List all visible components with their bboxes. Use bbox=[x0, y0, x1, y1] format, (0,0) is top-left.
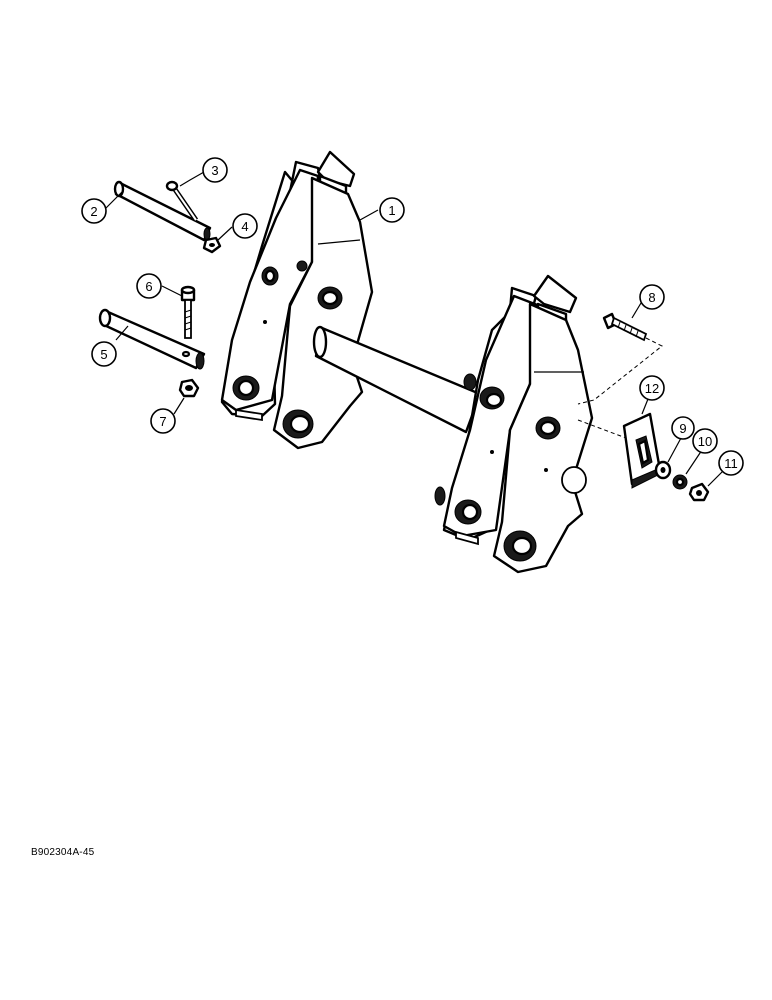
bolt-part-6 bbox=[180, 285, 196, 339]
callout-5: 5 bbox=[91, 341, 117, 367]
callout-9: 9 bbox=[671, 416, 695, 440]
callout-6: 6 bbox=[136, 273, 162, 299]
callout-label: 3 bbox=[211, 163, 218, 178]
cross-bolt-part-3 bbox=[165, 180, 199, 222]
callout-8: 8 bbox=[639, 284, 665, 310]
nut-part-7 bbox=[178, 378, 200, 398]
nut-part-4 bbox=[202, 236, 222, 254]
callout-label: 4 bbox=[241, 219, 248, 234]
left-bracket bbox=[220, 150, 374, 450]
callout-label: 1 bbox=[388, 203, 395, 218]
callout-label: 12 bbox=[645, 381, 659, 396]
callout-label: 5 bbox=[100, 347, 107, 362]
callout-label: 2 bbox=[90, 204, 97, 219]
callout-10: 10 bbox=[692, 428, 718, 454]
callout-label: 7 bbox=[159, 414, 166, 429]
callout-3: 3 bbox=[202, 157, 228, 183]
bolt-part-8 bbox=[577, 312, 663, 439]
callout-label: 11 bbox=[724, 456, 738, 471]
washer-part-9 bbox=[654, 460, 672, 480]
callout-4: 4 bbox=[232, 213, 258, 239]
leader-lines bbox=[105, 171, 725, 487]
pin-part-2 bbox=[113, 180, 212, 242]
callout-label: 9 bbox=[679, 421, 686, 436]
lock-washer-part-10 bbox=[672, 474, 688, 490]
nut-part-11 bbox=[688, 482, 710, 502]
figure-code: B902304A-45 bbox=[31, 847, 95, 858]
callout-2: 2 bbox=[81, 198, 107, 224]
callout-7: 7 bbox=[150, 408, 176, 434]
callout-label: 6 bbox=[145, 279, 152, 294]
callout-label: 10 bbox=[698, 434, 712, 449]
callout-12: 12 bbox=[639, 375, 665, 401]
plate-part-12 bbox=[622, 412, 662, 489]
callout-1: 1 bbox=[379, 197, 405, 223]
callout-11: 11 bbox=[718, 450, 744, 476]
right-bracket bbox=[434, 274, 594, 574]
cross-shaft bbox=[312, 325, 482, 434]
callout-label: 8 bbox=[648, 290, 655, 305]
